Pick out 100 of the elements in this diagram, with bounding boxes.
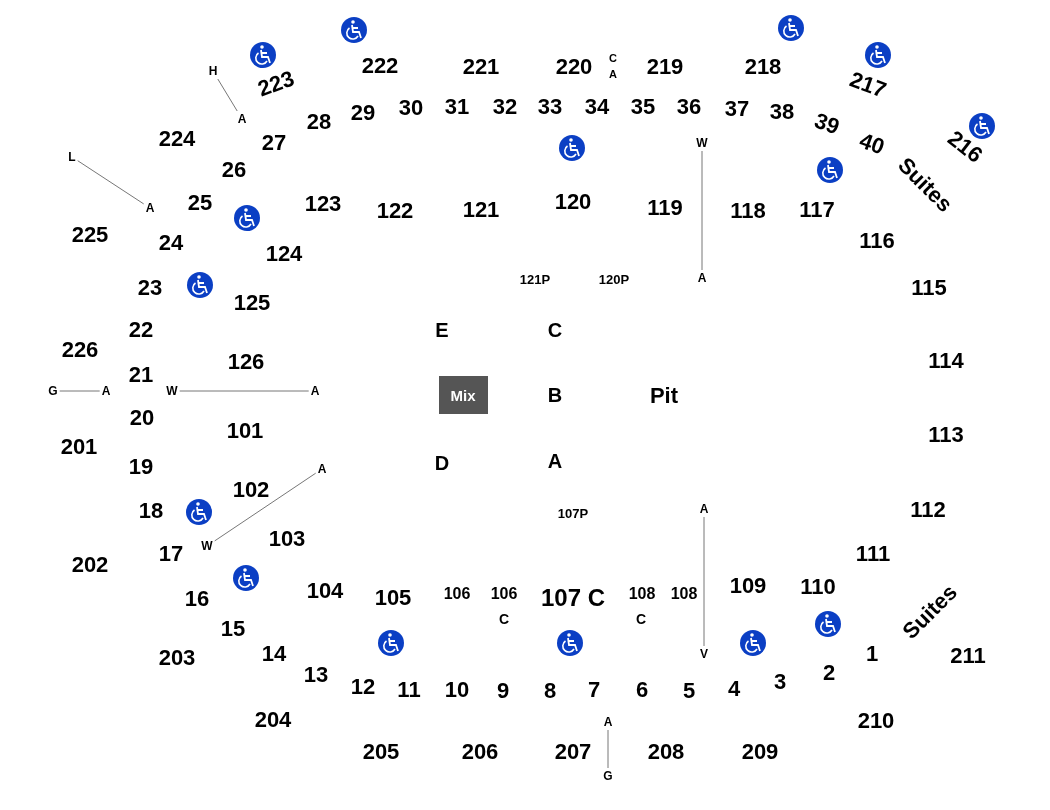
leader-line xyxy=(77,160,145,205)
section-label: 107 C xyxy=(541,586,605,610)
section-label: 126 xyxy=(227,351,265,373)
section-label: 103 xyxy=(268,528,306,550)
entrance-letter: H xyxy=(208,65,218,77)
section-label: 208 xyxy=(647,741,685,763)
section-label: 21 xyxy=(128,364,154,386)
section-label: 17 xyxy=(158,543,184,565)
entrance-letter: A xyxy=(310,385,320,397)
section-label: 15 xyxy=(220,618,246,640)
section-label: 111 xyxy=(855,543,891,565)
section-label: 219 xyxy=(646,56,684,78)
section-label: 121 xyxy=(462,199,500,221)
section-label: 10 xyxy=(444,679,470,701)
section-label: 18 xyxy=(138,500,164,522)
section-label: 4 xyxy=(727,678,741,700)
section-label: Pit xyxy=(649,385,679,407)
section-label: 204 xyxy=(254,709,292,731)
leader-line xyxy=(214,472,317,542)
section-label: 225 xyxy=(71,224,109,246)
section-label: 119 xyxy=(647,197,683,219)
entrance-letter: A xyxy=(145,202,155,214)
section-label: A xyxy=(609,68,617,80)
section-label: 107P xyxy=(557,506,589,520)
entrance-letter: A xyxy=(101,385,111,397)
section-label: 209 xyxy=(741,741,779,763)
entrance-letter: A xyxy=(697,272,707,284)
section-label: 108 xyxy=(628,586,656,602)
leader-line xyxy=(703,516,705,647)
section-label: 23 xyxy=(137,277,163,299)
section-label: 31 xyxy=(444,96,470,118)
section-label: 29 xyxy=(350,102,376,124)
section-label: 104 xyxy=(306,580,344,602)
section-label: 40 xyxy=(856,129,888,159)
section-label: 36 xyxy=(676,96,702,118)
entrance-letter: G xyxy=(48,385,58,397)
section-label: 124 xyxy=(265,243,303,265)
section-label: C xyxy=(498,612,510,626)
section-label: 112 xyxy=(910,499,946,521)
section-label: 203 xyxy=(158,647,196,669)
section-label: 34 xyxy=(584,96,610,118)
leader-line xyxy=(179,390,310,392)
section-label: 101 xyxy=(226,420,264,442)
section-label: 27 xyxy=(261,132,287,154)
leader-line xyxy=(59,390,101,392)
section-label: 202 xyxy=(71,554,109,576)
entrance-letter: A xyxy=(699,503,709,515)
section-label: 7 xyxy=(587,679,601,701)
section-label: 8 xyxy=(543,680,557,702)
section-label: 118 xyxy=(730,200,766,222)
section-label: 28 xyxy=(306,111,332,133)
section-label: 35 xyxy=(630,96,656,118)
entrance-letter: G xyxy=(603,770,613,782)
section-label: 30 xyxy=(398,97,424,119)
entrance-letter: A xyxy=(237,113,247,125)
entrance-letter: W xyxy=(696,137,708,149)
section-label: 113 xyxy=(928,424,964,446)
section-label: D xyxy=(434,453,450,473)
section-label: 206 xyxy=(461,741,499,763)
section-label: 218 xyxy=(744,56,782,78)
section-label: 22 xyxy=(128,319,154,341)
section-label: 14 xyxy=(261,643,287,665)
section-label: 125 xyxy=(233,292,271,314)
section-label: 120 xyxy=(554,191,592,213)
section-label: 109 xyxy=(729,575,767,597)
leader-line xyxy=(217,78,238,112)
entrance-letter: A xyxy=(603,716,613,728)
section-label: 32 xyxy=(492,96,518,118)
section-label: C xyxy=(609,52,617,64)
section-label: C xyxy=(547,320,563,340)
section-label: 33 xyxy=(537,96,563,118)
entrance-letter: W xyxy=(201,540,213,552)
entrance-letter: A xyxy=(317,463,327,475)
section-label: 115 xyxy=(911,277,947,299)
section-label: 121P xyxy=(519,272,551,286)
section-label: 114 xyxy=(928,350,964,372)
section-label: 220 xyxy=(555,56,593,78)
section-label: C xyxy=(635,612,647,626)
section-label: 201 xyxy=(60,436,98,458)
section-label: 217 xyxy=(847,68,889,102)
section-label: 1 xyxy=(865,643,879,665)
section-label: 222 xyxy=(361,55,399,77)
section-label: 25 xyxy=(187,192,213,214)
section-label: 2 xyxy=(822,662,836,684)
section-label: 24 xyxy=(158,232,184,254)
section-label: 13 xyxy=(303,664,329,686)
section-label: 105 xyxy=(374,587,412,609)
section-label: 106 xyxy=(490,586,518,602)
section-label: 39 xyxy=(811,109,843,139)
section-label: 6 xyxy=(635,679,649,701)
section-label: 207 xyxy=(554,741,592,763)
section-label: 106 xyxy=(443,586,471,602)
section-label: 102 xyxy=(232,479,270,501)
section-label: 116 xyxy=(859,230,895,252)
entrance-letter: W xyxy=(166,385,178,397)
section-label: 9 xyxy=(496,680,510,702)
section-label: 26 xyxy=(221,159,247,181)
leader-line xyxy=(701,150,703,271)
section-label: 37 xyxy=(724,98,750,120)
section-label: A xyxy=(547,451,563,471)
